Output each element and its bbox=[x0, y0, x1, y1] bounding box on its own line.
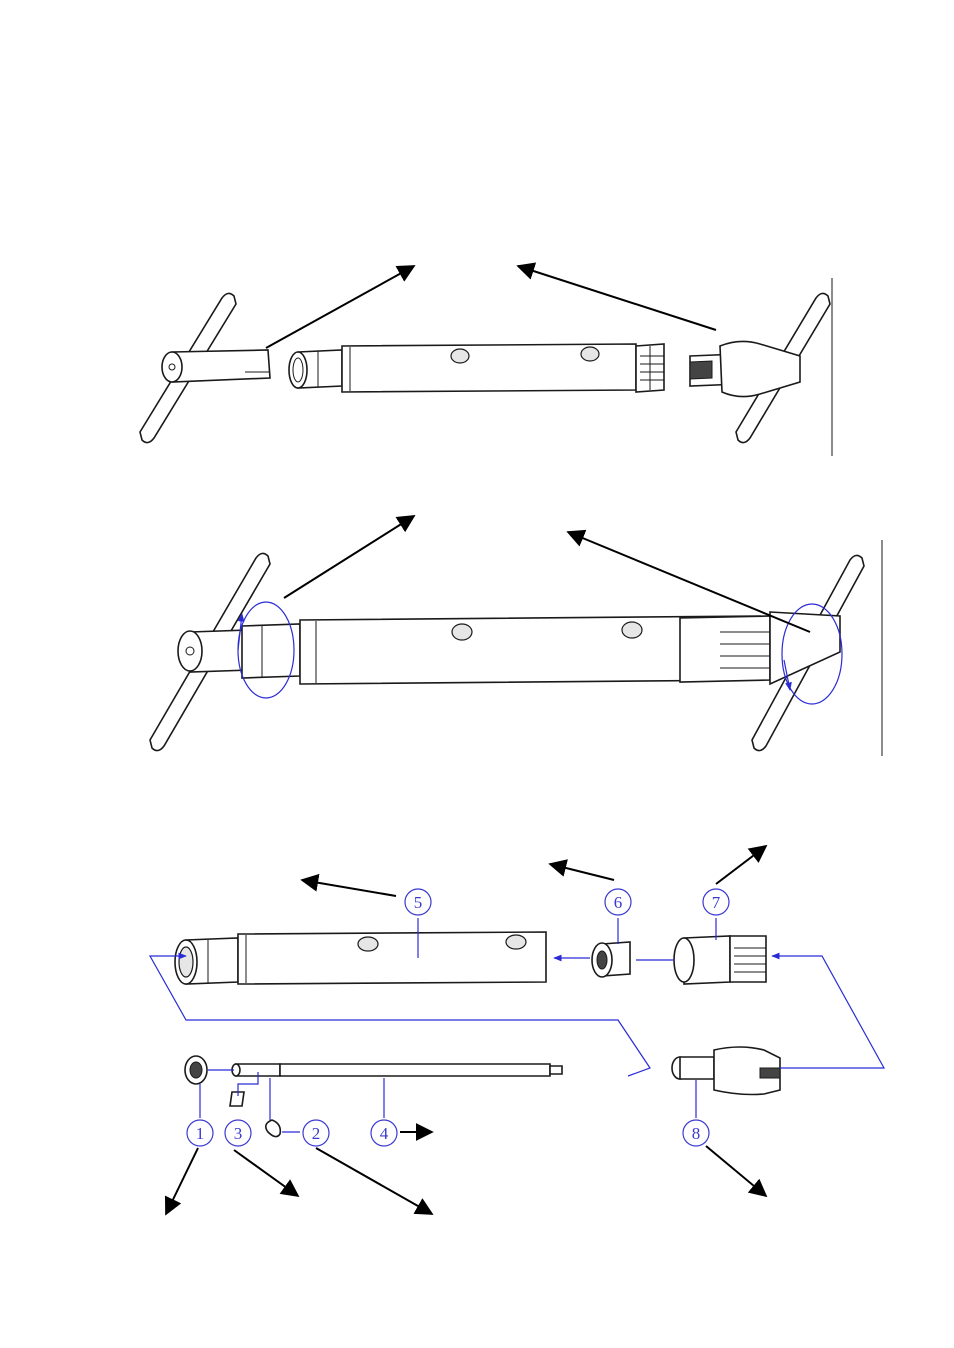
callout-6: 6 bbox=[605, 889, 631, 915]
callout-1-label: 1 bbox=[196, 1124, 205, 1143]
callout-4-label: 4 bbox=[380, 1124, 389, 1143]
view-separated bbox=[140, 266, 832, 456]
pointer-arrows bbox=[166, 846, 766, 1214]
callout-7-label: 7 bbox=[712, 893, 721, 912]
callout-8: 8 bbox=[683, 1120, 709, 1146]
part-7-cutter bbox=[674, 936, 766, 984]
right-t-handle bbox=[690, 293, 830, 442]
callout-5: 5 bbox=[405, 889, 431, 915]
callout-3-label: 3 bbox=[234, 1124, 243, 1143]
callout-7: 7 bbox=[703, 889, 729, 915]
tube-body bbox=[289, 344, 664, 392]
part-5-tube bbox=[175, 932, 546, 984]
left-t-handle-assembled bbox=[150, 553, 300, 750]
callout-8-label: 8 bbox=[692, 1124, 701, 1143]
tube-body-assembled bbox=[300, 616, 770, 684]
callout-5-label: 5 bbox=[414, 893, 423, 912]
callout-4: 4 bbox=[371, 1120, 397, 1146]
part-2-clip bbox=[266, 1120, 281, 1137]
part-8-handle-end bbox=[672, 1047, 780, 1095]
callout-1: 1 bbox=[187, 1120, 213, 1146]
view-exploded: 1 3 2 4 5 6 7 8 bbox=[150, 846, 884, 1214]
part-3-pin bbox=[230, 1092, 244, 1106]
callout-2-label: 2 bbox=[312, 1124, 321, 1143]
callout-6-label: 6 bbox=[614, 893, 623, 912]
part-6-bushing bbox=[592, 942, 630, 977]
part-1-ring bbox=[185, 1056, 207, 1084]
view-assembled bbox=[150, 516, 882, 756]
left-t-handle bbox=[140, 293, 270, 442]
callout-3: 3 bbox=[225, 1120, 251, 1146]
part-4-shaft bbox=[232, 1064, 562, 1076]
callout-2: 2 bbox=[303, 1120, 329, 1146]
